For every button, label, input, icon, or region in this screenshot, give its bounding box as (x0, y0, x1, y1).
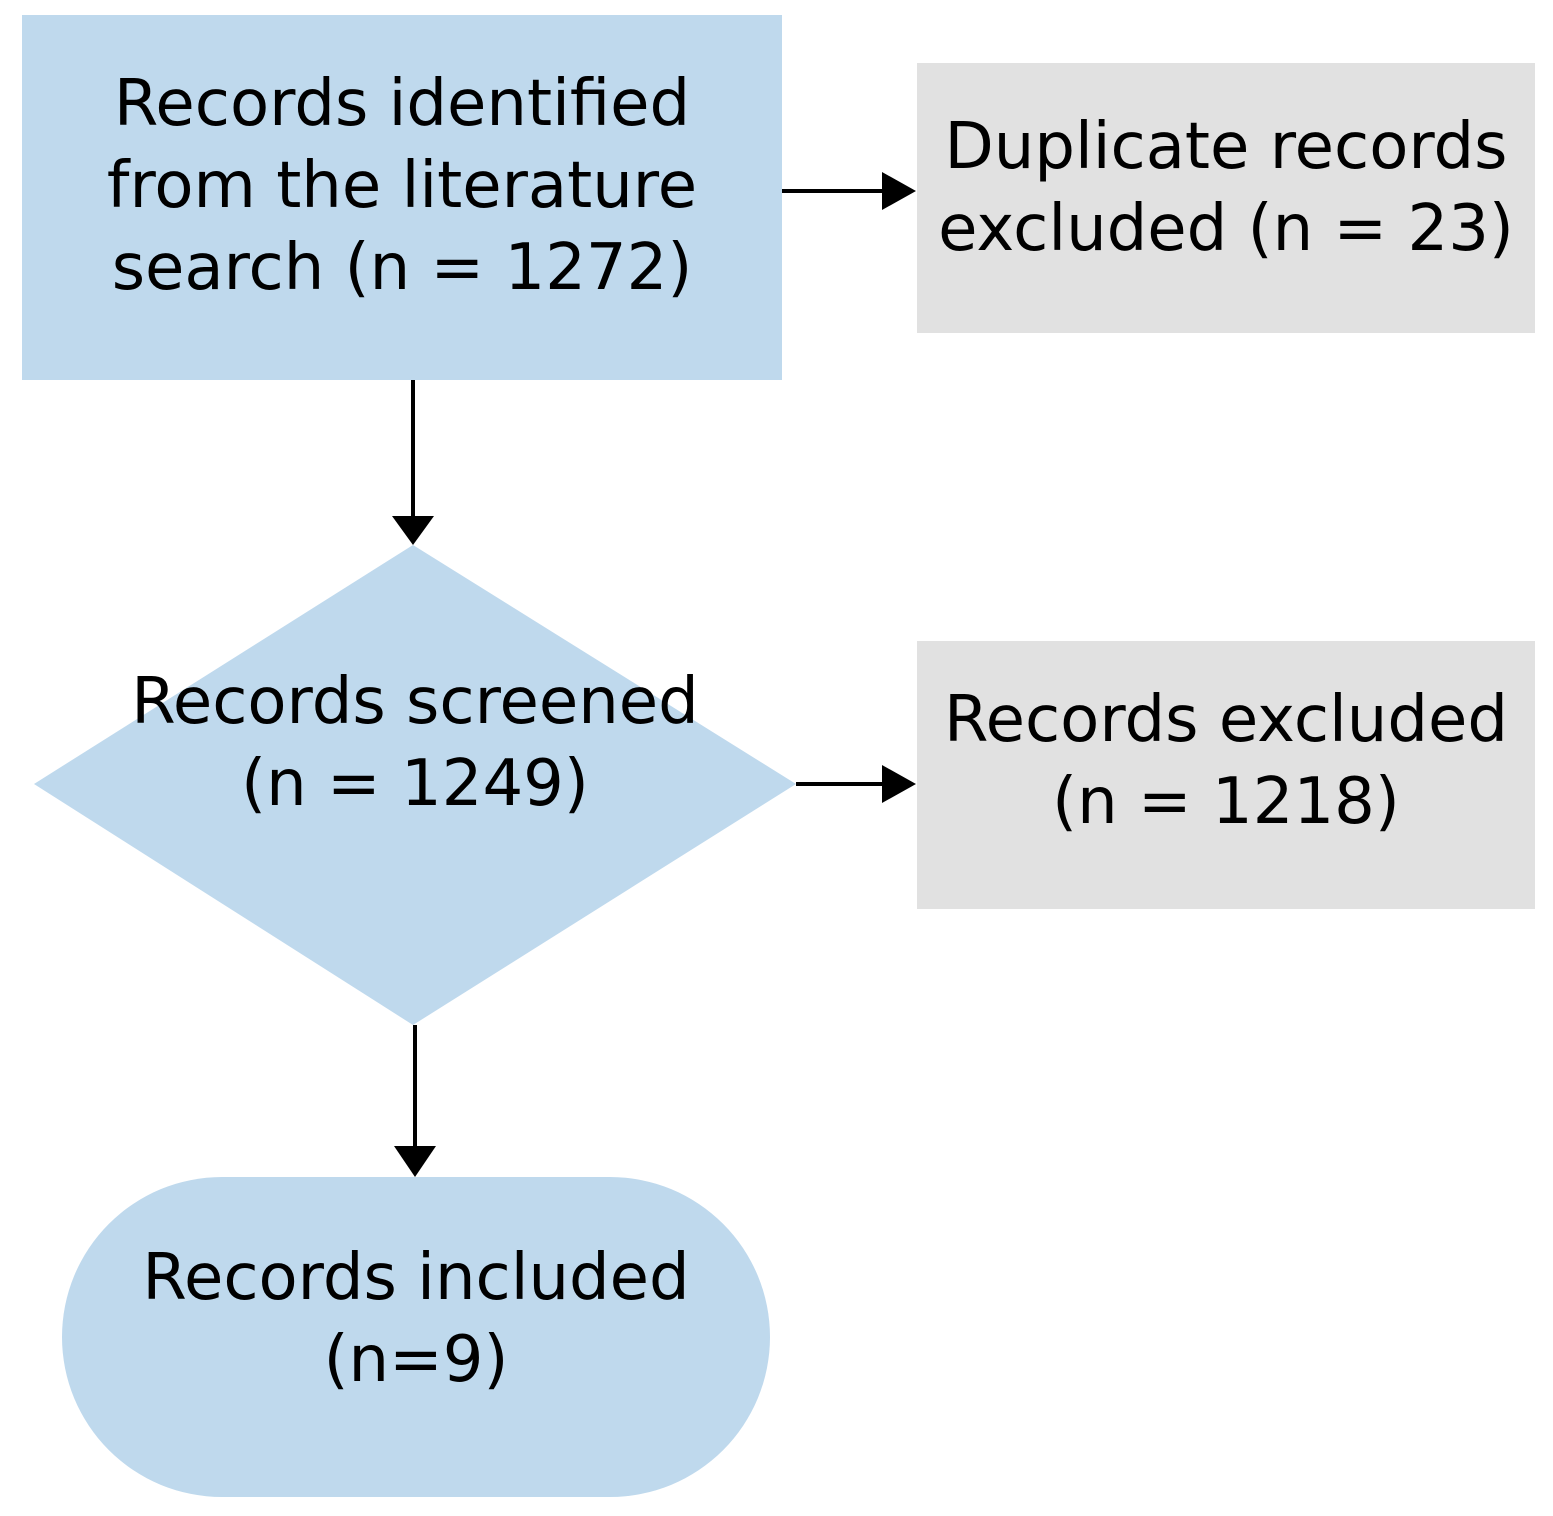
records-identified-line-1: Records identified (113, 66, 691, 141)
duplicate-records-line-1: Duplicate records (944, 110, 1508, 184)
records-included-box: Records included (n=9) (62, 1177, 770, 1497)
arrow-identified-to-duplicates (782, 172, 916, 210)
records-identified-line-3: search (n = 1272) (111, 230, 693, 305)
records-included-line-2: (n=9) (323, 1323, 509, 1397)
arrow-identified-to-screened (392, 380, 434, 545)
records-excluded-box: Records excluded (n = 1218) (917, 641, 1535, 909)
arrow-screened-to-excluded (796, 765, 916, 803)
records-screened-line-1: Records screened (131, 665, 699, 739)
records-excluded-line-2: (n = 1218) (1052, 765, 1400, 839)
records-identified-box: Records identified from the literature s… (22, 15, 782, 380)
duplicate-records-line-2: excluded (n = 23) (938, 192, 1514, 266)
screening-diamond-shape (34, 545, 796, 1025)
records-screened-node: Records screened (n = 1249) (34, 545, 796, 1025)
records-screened-line-2: (n = 1249) (241, 747, 589, 821)
records-excluded-line-1: Records excluded (944, 683, 1508, 757)
records-included-line-1: Records included (142, 1241, 690, 1315)
arrow-screened-to-included (394, 1025, 436, 1177)
records-identified-line-2: from the literature (106, 148, 698, 223)
duplicate-records-excluded-box: Duplicate records excluded (n = 23) (917, 63, 1535, 333)
